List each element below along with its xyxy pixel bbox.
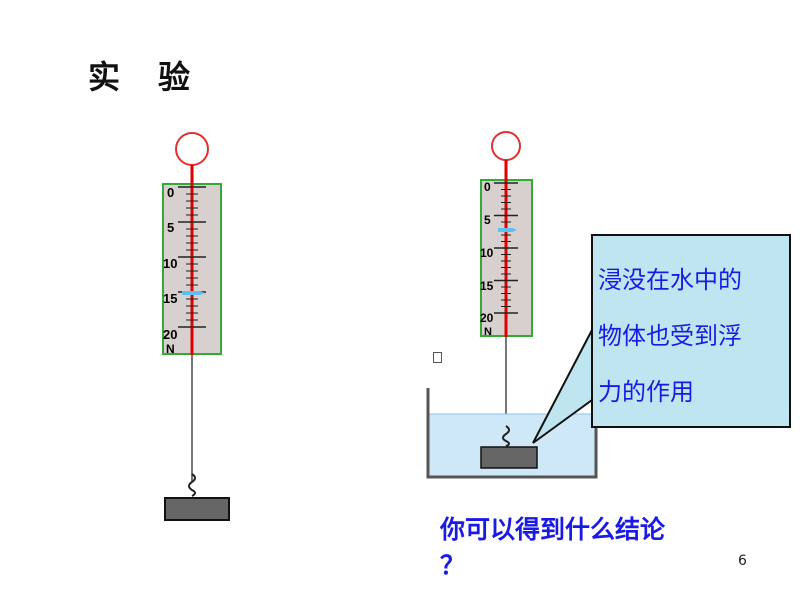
right-hook [502,425,510,447]
right-tick-label-15: 15 [480,279,494,293]
title-char-1: 实 [88,58,121,96]
callout-line-1: 浸没在水中的 [598,266,742,294]
callout-text: 浸没在水中的 物体也受到浮 力的作用 [598,252,794,420]
question-text: 你可以得到什么结论 ？ [440,512,740,584]
question-line-1: 你可以得到什么结论 [440,515,666,544]
title-char-2: 验 [158,58,191,96]
beaker-outline [426,388,598,479]
left-tick-label-15: 15 [163,291,177,306]
right-tick-label-0: 0 [484,180,491,194]
callout [532,234,791,444]
page-number: 6 [738,553,747,569]
left-hanging-ring [175,132,209,166]
right-spring-scale: 0 5 10 15 20 N [480,131,533,428]
question-line-2: ？ [440,551,466,580]
small-placeholder-box [433,352,442,363]
callout-line-2: 物体也受到浮 [598,322,742,350]
right-weight-block [480,446,538,469]
right-tick-label-20: 20 [480,311,494,325]
beaker [426,388,598,479]
left-pointer [182,291,205,295]
left-unit-label: N [166,342,175,356]
left-tick-marks [178,186,206,328]
callout-bubble [532,234,791,444]
slide-title: 实验 [88,52,228,98]
left-hook [188,473,196,497]
left-spring-scale: 0 5 10 15 20 N [162,132,230,521]
right-tick-label-10: 10 [480,246,494,260]
right-tick-label-5: 5 [484,213,491,227]
callout-line-3: 力的作用 [598,378,694,406]
right-pointer [498,228,517,232]
left-tick-label-0: 0 [167,185,174,200]
right-hanging-ring [491,131,521,161]
left-tick-label-5: 5 [167,220,174,235]
left-tick-label-20: 20 [163,327,177,342]
left-tick-label-10: 10 [163,256,177,271]
left-weight-block [164,497,230,521]
right-unit-label: N [484,326,492,338]
